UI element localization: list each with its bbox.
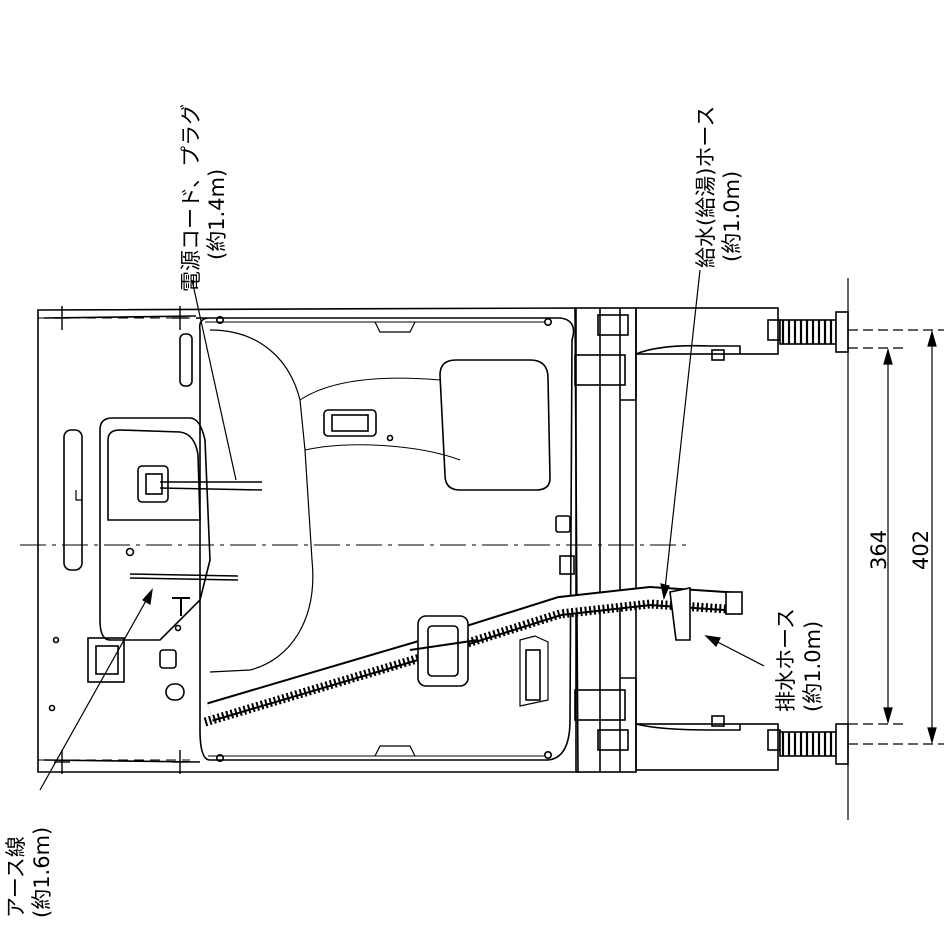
dimension-lines — [848, 329, 944, 745]
power-cord-label: 電源コード、プラグ — [179, 104, 203, 292]
supply-hose-length: (約1.0m) — [720, 171, 744, 262]
leader-lines — [39, 269, 765, 791]
earth-wire-length: (約1.6m) — [30, 827, 54, 918]
hoses — [203, 585, 743, 727]
power-cord-length: (約1.4m) — [205, 169, 229, 260]
drain-hose-length: (約1.0m) — [801, 621, 825, 712]
earth-wire-label: アース線 — [4, 836, 28, 918]
supply-hose-label: 給水(給湯)ホース — [694, 106, 718, 268]
callouts: 電源コード、プラグ (約1.4m) 給水(給湯)ホース (約1.0m) 排水ホー… — [4, 104, 825, 918]
drain-hose-label: 排水ホース — [774, 608, 798, 712]
main-body — [37, 306, 579, 774]
cords — [129, 481, 263, 581]
dimension-402: 402 — [909, 530, 933, 570]
leveling-feet — [779, 311, 849, 765]
base-frame — [574, 307, 781, 773]
dimension-labels: 364 402 — [867, 530, 933, 570]
dimension-364: 364 — [867, 530, 891, 570]
